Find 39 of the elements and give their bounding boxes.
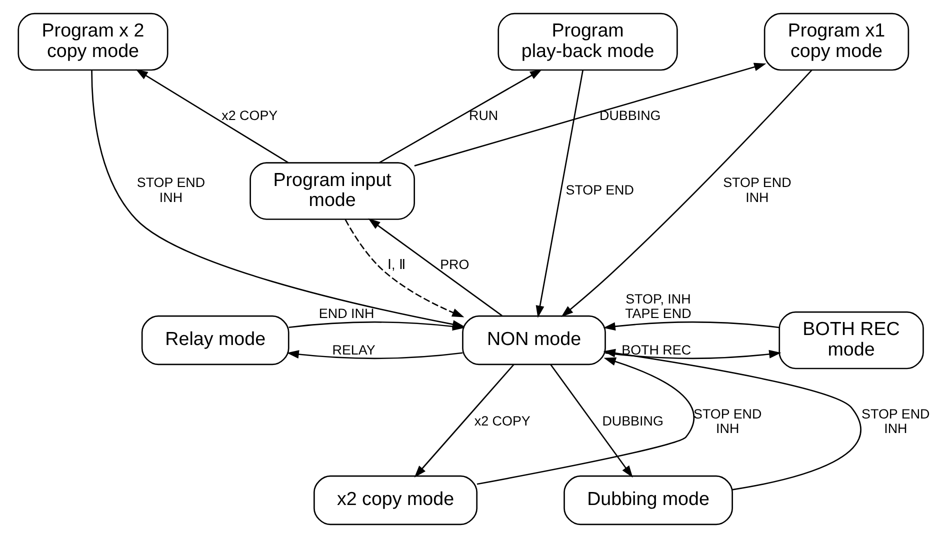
- arrow: [344, 219, 464, 318]
- arrow: [561, 70, 812, 318]
- edge-label: STOP END INH: [862, 406, 930, 436]
- arrow: [136, 69, 288, 164]
- edge-label: BOTH REC: [622, 342, 692, 358]
- arrow: [368, 218, 502, 316]
- edge-label: STOP END INH: [723, 174, 792, 205]
- edge-label: PRO: [440, 257, 470, 272]
- edge-label: STOP, INH TAPE END: [625, 291, 692, 322]
- arrow: [379, 69, 542, 164]
- edge-label: RUN: [469, 108, 498, 123]
- edge-label: STOP END INH: [693, 406, 762, 436]
- edge-label: x2 COPY: [474, 414, 530, 429]
- node-box: Program play-back mode: [498, 12, 678, 71]
- node-box: x2 copy mode: [314, 475, 478, 526]
- edge-label: STOP END: [566, 182, 634, 198]
- arrow: [414, 62, 766, 166]
- arrow: [603, 348, 862, 490]
- edge-label: DUBBING: [602, 414, 664, 429]
- node-box: Dubbing mode: [564, 475, 733, 526]
- node-box: Program x 2 copy mode: [18, 12, 168, 71]
- arrow: [605, 350, 782, 360]
- node-box: Program x1 copy mode: [764, 12, 910, 71]
- node-box: NON mode: [462, 315, 606, 366]
- edge-label: RELAY: [332, 342, 376, 358]
- arrow: [603, 321, 780, 331]
- node-box: BOTH REC mode: [778, 311, 924, 370]
- edge-label: STOP END INH: [136, 174, 206, 205]
- edge-label: DUBBING: [600, 108, 661, 123]
- arrow: [286, 350, 463, 360]
- arrow: [550, 364, 633, 478]
- edge-label: END INH: [318, 306, 374, 322]
- node-box: Relay mode: [141, 315, 290, 366]
- arrow: [414, 364, 514, 478]
- arrow: [476, 357, 694, 485]
- edge-label: Ⅰ, Ⅱ: [387, 257, 405, 272]
- edge-label: x2 COPY: [222, 108, 278, 123]
- arrow: [536, 70, 584, 318]
- node-box: Program input mode: [250, 162, 415, 220]
